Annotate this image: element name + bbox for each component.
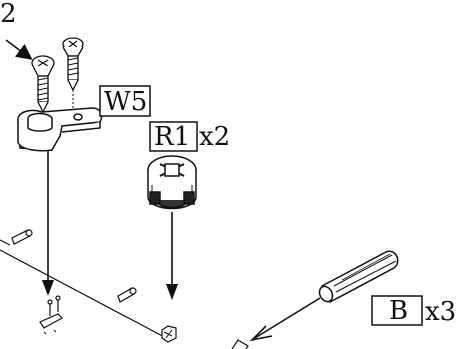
dowel-icon [11,229,33,245]
step-number: 2 [0,0,17,29]
screw-icon [31,55,55,114]
cam-nut-icon [161,325,177,343]
w5-bracket-icon [17,107,103,152]
small-bracket-icon [39,295,63,335]
part-code-w5: W5 [104,87,147,117]
arrow-down-icon [166,284,178,300]
step-arrow [5,39,33,60]
arrow-icon [249,325,273,342]
hole-icon [231,339,249,349]
arrow-down-icon [42,280,54,296]
screw-icon [62,37,84,92]
panel-edge [0,239,171,341]
part-label-w5: W5 [99,85,151,117]
part-code-r1: R1 [154,122,190,152]
part-qty-r1: x2 [199,122,230,152]
wooden-dowel-icon [318,250,399,304]
part-code-b: B [389,296,408,326]
cam-lock-icon [147,155,197,210]
part-qty-b: x3 [425,297,456,327]
dowel-icon [117,287,137,303]
part-label-r1: R1 x2 [149,121,230,152]
part-label-b: B x3 [371,295,456,327]
